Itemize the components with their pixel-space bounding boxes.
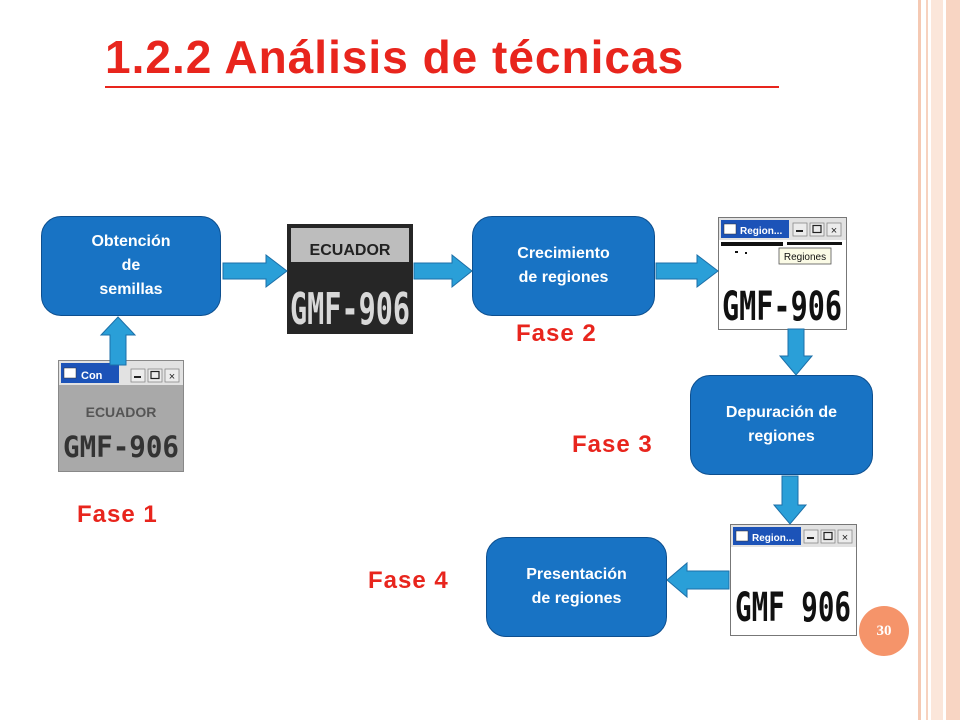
- decor-stripe: [926, 0, 928, 720]
- phase-label-1: Fase 1: [77, 501, 158, 528]
- arrow-left-to-presentacion: [666, 561, 730, 599]
- decor-stripe: [918, 0, 921, 720]
- arrow-down-to-final: [772, 475, 808, 525]
- final-regions-window-image: Region... × GMF 906: [730, 524, 857, 636]
- phase-label-2: Fase 2: [516, 320, 597, 347]
- decor-stripe: [946, 0, 960, 720]
- plate-country: ECUADOR: [310, 242, 391, 259]
- plate-number: GMF-906: [63, 430, 179, 464]
- regions-window-image: Region... × Regiones GMF-906: [718, 217, 847, 330]
- plate-number: GMF-906: [722, 284, 842, 329]
- phase-label-4: Fase 4: [368, 567, 449, 594]
- box-presentacion-regiones: Presentación de regiones: [486, 537, 667, 637]
- window-title: Region...: [740, 226, 782, 237]
- regions-tooltip: Regiones: [784, 252, 826, 263]
- slide-number-badge: 30: [859, 606, 909, 656]
- arrow-up-to-obtencion: [99, 316, 137, 366]
- box-depuracion-regiones: Depuración de regiones: [690, 375, 873, 475]
- svg-text:×: ×: [831, 225, 837, 237]
- box-obtencion-semillas: Obtención de semillas: [41, 216, 221, 316]
- plate-country: ECUADOR: [86, 404, 157, 420]
- plate-window-image: Con × ECUADOR GMF-906: [58, 360, 184, 472]
- arrow-right-to-crecimiento: [413, 253, 473, 289]
- arrow-right-to-regions: [655, 253, 719, 289]
- svg-text:×: ×: [169, 371, 175, 383]
- decor-stripe: [931, 0, 943, 720]
- phase-label-3: Fase 3: [572, 431, 653, 458]
- plate-number: GMF-906: [290, 284, 410, 334]
- slide-title: 1.2.2 Análisis de técnicas: [105, 31, 685, 83]
- window-title: Con: [81, 370, 103, 382]
- plate-number: GMF 906: [735, 585, 851, 631]
- title-underline: [105, 86, 779, 88]
- arrow-down-to-depuracion: [778, 328, 814, 376]
- arrow-right-to-binarized: [222, 253, 288, 289]
- window-title: Region...: [752, 533, 794, 544]
- box-crecimiento-regiones: Crecimiento de regiones: [472, 216, 655, 316]
- binarized-plate-image: ECUADOR GMF-906: [287, 224, 413, 334]
- svg-text:×: ×: [842, 532, 848, 544]
